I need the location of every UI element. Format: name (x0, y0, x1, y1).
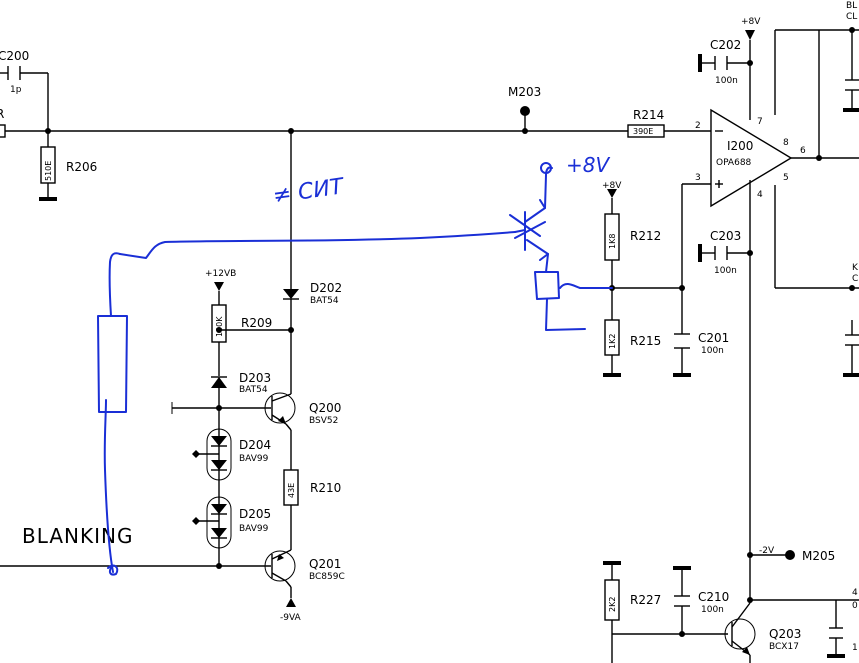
r206-ref: R206 (66, 160, 97, 174)
minus2v-label: -2V (759, 546, 775, 556)
q201-ref: Q201 (309, 557, 341, 571)
c202-value: 100n (715, 76, 738, 86)
diode-array-d205: D205 BAV99 (192, 496, 271, 549)
diode-d202: D202 BAT54 (283, 281, 342, 306)
c200-ref: C200 (0, 49, 29, 63)
d203-ref: D203 (239, 371, 271, 385)
m203-ref: M203 (508, 85, 541, 99)
transistor-q200: Q200 BSV52 (264, 392, 341, 426)
plus12vb-label: +12VB (205, 269, 236, 279)
d203-value: BAT54 (239, 385, 268, 395)
pin-3: 3 (695, 173, 701, 183)
r215-value: 1K2 (608, 334, 617, 349)
c203-value: 100n (714, 266, 737, 276)
clipped-label-k: K (852, 263, 859, 273)
r206-value: 510E (44, 161, 53, 181)
capacitor-c200: C200 1p (0, 49, 29, 95)
junction-dots (45, 27, 855, 637)
i200-ref: I200 (727, 139, 753, 153)
resistor-r212: +8V 1K8 R212 (602, 181, 661, 261)
pin-4b: 4 (852, 588, 858, 598)
capacitor-c202: C202 100n (698, 38, 741, 86)
capacitor-c201: C201 100n (673, 331, 729, 377)
handwritten-modification (97, 162, 613, 576)
plus8v-r212-label: +8V (602, 181, 622, 191)
clipped-label-cl: CL (846, 12, 857, 22)
clipped-label-c: C (852, 274, 858, 284)
capacitor-c203: C203 100n (698, 229, 741, 276)
opamp-i200: I200 OPA688 2 3 7 4 8 6 5 (695, 108, 806, 208)
pin-7: 7 (757, 117, 763, 127)
c203-ref: C203 (710, 229, 741, 243)
pin-6: 6 (800, 146, 806, 156)
minus9va-label: -9VA (280, 613, 302, 623)
d204-value: BAV99 (239, 454, 269, 464)
clipped-label-1: 1 (852, 643, 858, 653)
clipped-label-r: R (0, 107, 4, 121)
blanking-label: BLANKING (22, 524, 133, 548)
i200-value: OPA688 (716, 158, 752, 168)
c210-value: 100n (701, 605, 724, 615)
q200-ref: Q200 (309, 401, 341, 415)
transistor-q201: Q201 BC859C -9VA (264, 550, 345, 623)
r227-ref: R227 (630, 593, 661, 607)
d205-value: BAV99 (239, 524, 269, 534)
pin-4: 4 (757, 190, 763, 200)
clipped-label-bl: BL (846, 1, 857, 11)
clipped-right-edge: BL CL K C 4 0 1 (827, 1, 859, 658)
test-point-m205: -2V M205 (759, 546, 835, 563)
d202-ref: D202 (310, 281, 342, 295)
c200-value: 1p (10, 85, 22, 95)
resistor-r210: 43E R210 (283, 469, 341, 506)
r214-value: 390E (633, 127, 653, 136)
handwritten-plus8v-note: +8V (566, 153, 610, 177)
r212-value: 1K8 (608, 234, 617, 249)
pin-2: 2 (695, 121, 701, 131)
r227-value: 2K2 (608, 597, 617, 612)
diode-d203: D203 BAT54 (211, 371, 271, 395)
rail-plus8v-top: +8V (741, 17, 761, 40)
q203-ref: Q203 (769, 627, 801, 641)
clipped-label-0: 0 (852, 601, 858, 611)
d205-ref: D205 (239, 507, 271, 521)
d202-value: BAT54 (310, 296, 339, 306)
transistor-q203: Q203 BCX17 (724, 618, 801, 655)
c210-ref: C210 (698, 590, 729, 604)
r215-ref: R215 (630, 334, 661, 348)
resistor-r215: 1K2 R215 (603, 319, 661, 377)
r212-ref: R212 (630, 229, 661, 243)
r214-ref: R214 (633, 108, 664, 122)
resistor-r209: +12VB 100K R209 (205, 269, 272, 343)
r209-ref: R209 (241, 316, 272, 330)
resistor-r214: 390E R214 (627, 108, 665, 138)
r210-value: 43E (287, 483, 296, 498)
diode-array-d204: D204 BAV99 (192, 428, 271, 481)
test-point-m203: M203 (508, 85, 541, 116)
plus8v-top-label: +8V (741, 17, 761, 27)
resistor-r206: 510E R206 (39, 146, 97, 201)
wires (0, 29, 859, 663)
capacitor-c210: C210 100n (673, 566, 729, 615)
handwritten-cut-note: ≠ СИТ (271, 174, 346, 209)
c201-ref: C201 (698, 331, 729, 345)
d204-ref: D204 (239, 438, 271, 452)
q201-value: BC859C (309, 572, 345, 582)
r210-ref: R210 (310, 481, 341, 495)
clipped-resistor-left (0, 124, 6, 138)
q203-value: BCX17 (769, 642, 799, 652)
c201-value: 100n (701, 346, 724, 356)
pin-8: 8 (783, 138, 789, 148)
resistor-r227: 2K2 R227 (603, 561, 661, 621)
q200-value: BSV52 (309, 416, 338, 426)
m205-ref: M205 (802, 549, 835, 563)
pin-5: 5 (783, 173, 789, 183)
c202-ref: C202 (710, 38, 741, 52)
r209-value: 100K (215, 316, 224, 337)
